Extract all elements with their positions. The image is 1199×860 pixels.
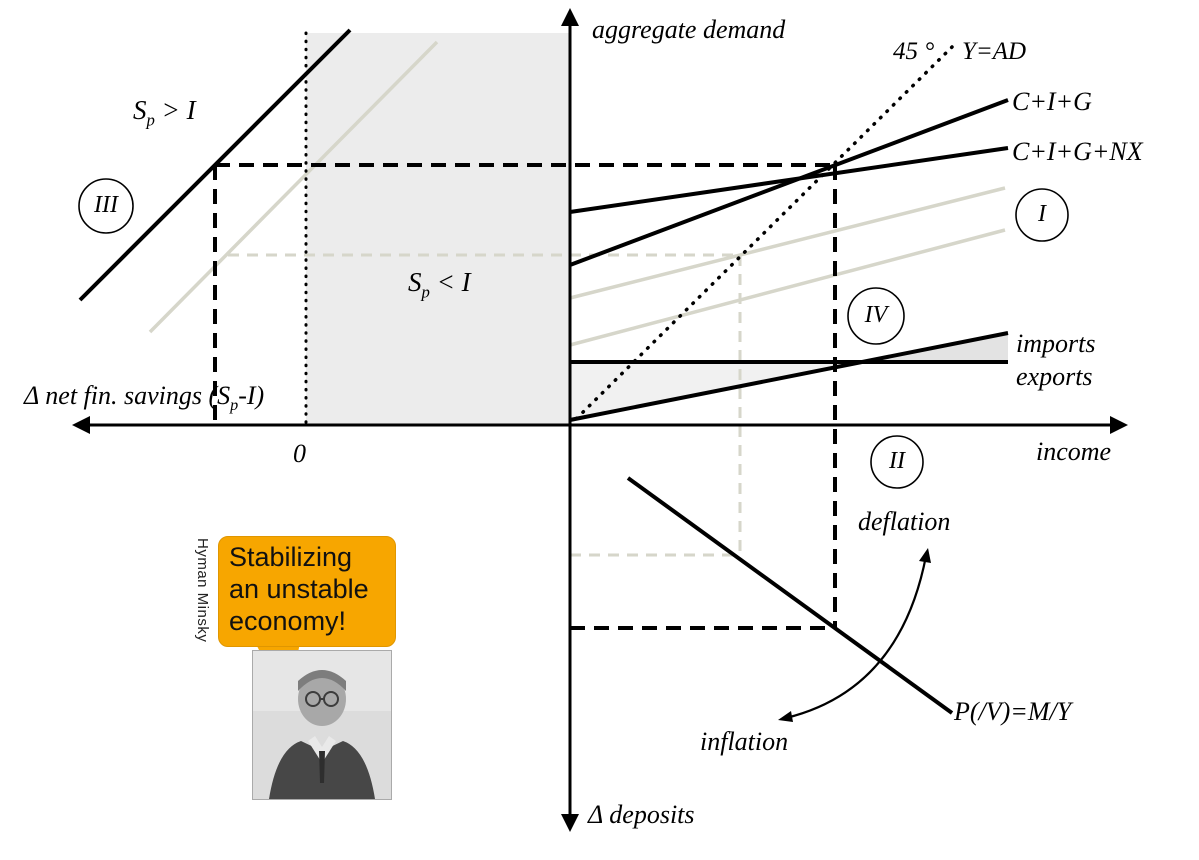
income-label: income <box>1036 437 1112 466</box>
net-fin-savings-sub: p <box>230 397 239 415</box>
c-i-g-line <box>569 98 1009 267</box>
black-dashed-guides <box>213 163 837 630</box>
sp-less-than-i-label: Sp < I <box>408 267 471 302</box>
imports-line <box>569 331 1009 422</box>
circle-ii <box>870 435 924 489</box>
zero-label: 0 <box>293 439 306 468</box>
deflation-label: deflation <box>858 507 951 536</box>
delta-deposits-label: Δ deposits <box>588 800 695 829</box>
sp-lt-rest: < I <box>429 267 471 297</box>
axis-arrow-up <box>561 8 579 26</box>
sp-less-than-i-shaded-region <box>306 33 570 425</box>
aggregate-demand-label: aggregate demand <box>592 15 786 44</box>
sp-lt-sub: p <box>421 282 430 302</box>
net-fin-savings-label: Δ net fin. savings (Sp-I) <box>24 381 265 415</box>
net-fin-savings-pre: Δ net fin. savings (S <box>24 381 231 410</box>
sp-gt-sub: p <box>146 110 155 130</box>
forty-five-degree-label: 45 ° <box>893 38 935 65</box>
sp-greater-than-i-line <box>78 28 352 302</box>
circle-iv <box>847 287 905 345</box>
sp-gt-s: S <box>133 95 147 125</box>
y-equals-ad-label: Y=AD <box>962 38 1027 65</box>
numeral-iii: III <box>94 192 118 218</box>
inflation-label: inflation <box>700 727 789 756</box>
numeral-ii: II <box>889 448 905 474</box>
sp-lt-s: S <box>408 267 422 297</box>
bubble-line-1: Stabilizing <box>229 542 353 572</box>
exports-label: exports <box>1016 362 1093 391</box>
gray-dashed-guides <box>228 253 742 557</box>
price-equation-label: P(/V)=M/Y <box>954 697 1072 726</box>
numeral-i: I <box>1038 201 1046 227</box>
c-i-g-nx-line <box>569 146 1009 214</box>
gray-demand-line-lower <box>569 228 1006 347</box>
gray-solid-lines <box>148 40 1006 347</box>
inflation-deflation-curved-arrow <box>785 555 928 720</box>
c-i-g-label: C+I+G <box>1012 87 1092 116</box>
sp-greater-than-i-label: Sp > I <box>133 95 196 130</box>
photo-tie <box>319 751 325 783</box>
imports-label: imports <box>1016 329 1096 358</box>
photo-shirt-collar <box>308 736 336 763</box>
speech-bubble: Stabilizing an unstable economy! <box>218 536 396 647</box>
numeral-iv: IV <box>864 302 888 328</box>
curved-arrow-head-top <box>919 548 931 563</box>
circle-i <box>1015 188 1069 242</box>
bubble-line-3: economy! <box>229 605 347 636</box>
photo-hair <box>298 670 346 691</box>
gray-demand-line-upper <box>569 186 1006 300</box>
curved-arrow-head-bottom <box>778 711 793 722</box>
minsky-photo-placeholder <box>253 651 391 799</box>
numeral-circles <box>78 178 1069 489</box>
circle-iii <box>78 178 134 234</box>
net-fin-savings-post: -I) <box>238 381 265 410</box>
c-i-g-nx-label: C+I+G+NX <box>1012 137 1143 166</box>
black-solid-lines <box>78 28 1009 715</box>
minsky-photo <box>252 650 392 800</box>
bubble-line-2: an unstable <box>229 573 369 604</box>
sp-gt-rest: > I <box>154 95 196 125</box>
axis-arrow-down <box>561 814 579 832</box>
axis-arrow-right <box>1110 416 1128 434</box>
hyman-minsky-vertical-label: Hyman Minsky <box>194 538 211 643</box>
axis-arrow-left <box>72 416 90 434</box>
gray-savings-line <box>148 40 439 334</box>
price-line <box>626 476 954 715</box>
